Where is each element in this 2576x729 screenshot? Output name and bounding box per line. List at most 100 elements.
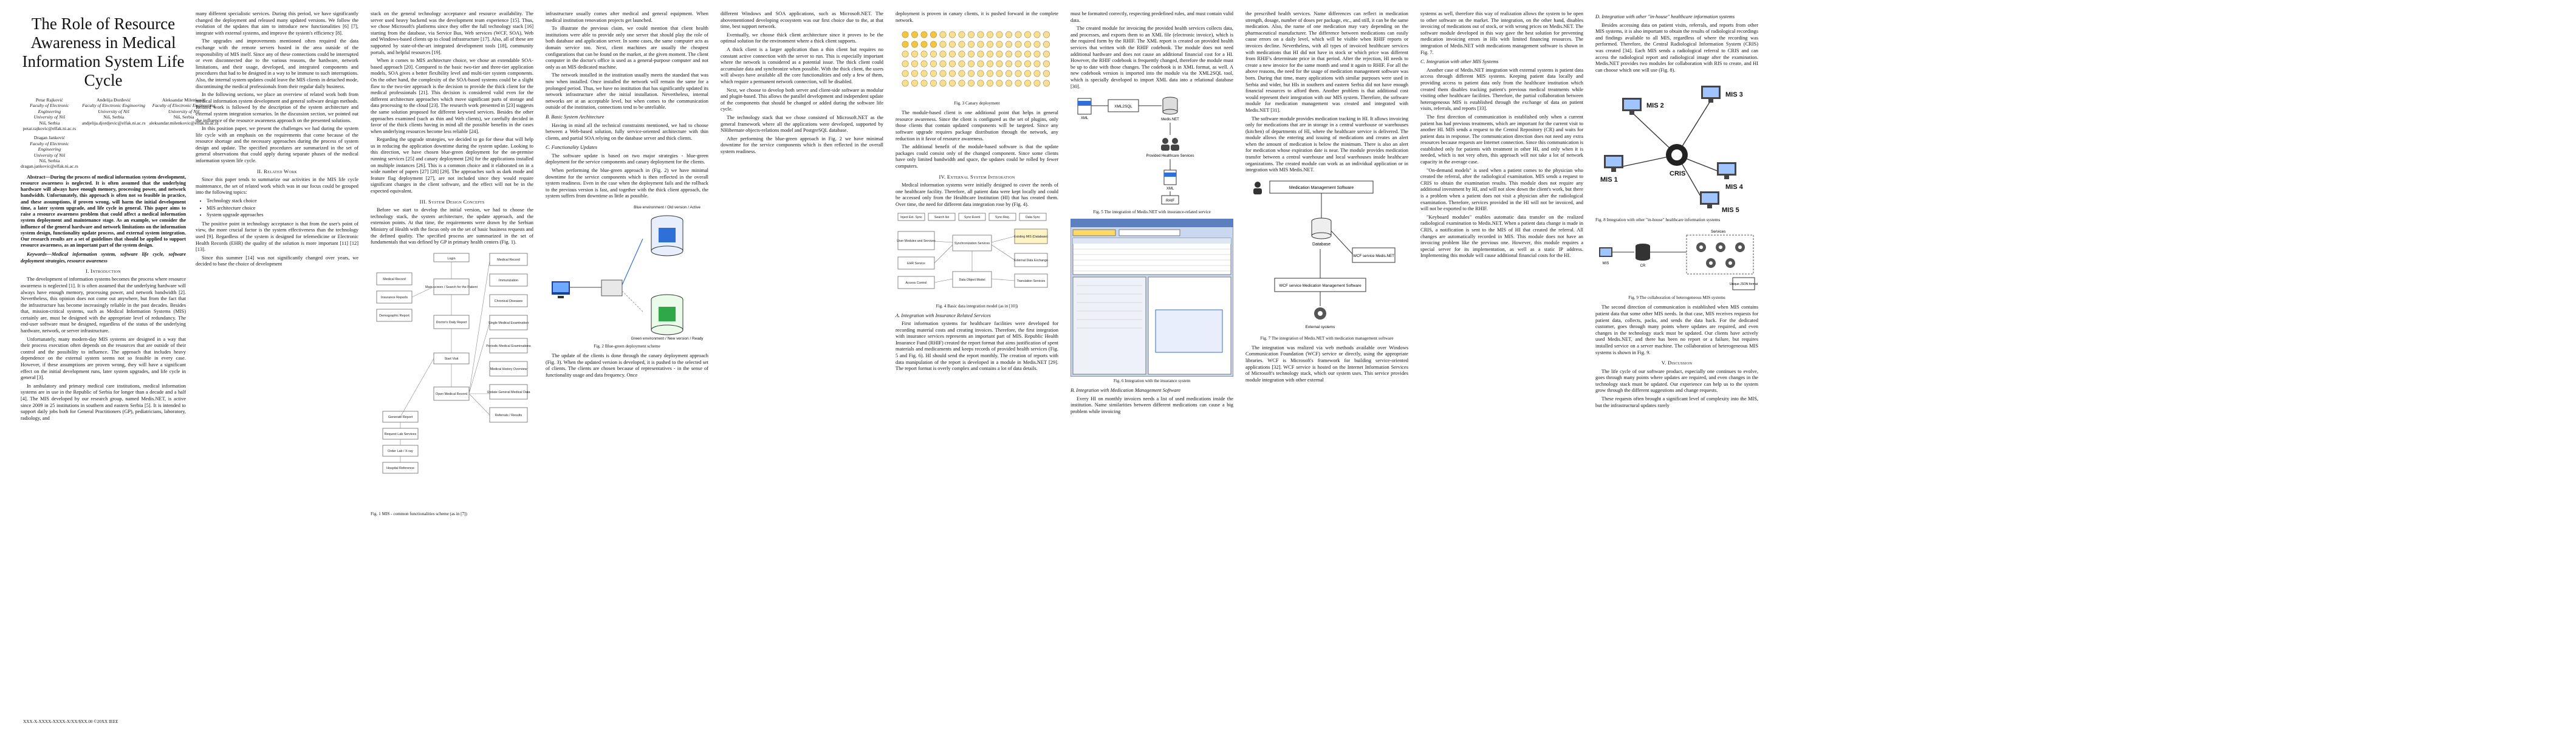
client-node — [949, 80, 956, 87]
fig1-box — [376, 309, 413, 322]
client-node — [1005, 80, 1013, 87]
client-node — [1033, 60, 1041, 67]
people-icon — [1161, 138, 1179, 151]
author-email[interactable]: aleksandar.milenkovic@elfak.ni.ac.rs — [149, 120, 219, 126]
fig8-label: MIS 2 — [1646, 102, 1664, 109]
list-item: System upgrade approaches — [207, 212, 358, 219]
paragraph: In the following sections, we place an o… — [196, 92, 358, 123]
fig4-label: Existing MIS (Database) — [1014, 235, 1048, 239]
client-node — [968, 41, 975, 48]
canary-client-node — [930, 41, 937, 48]
fig8-label: MIS 3 — [1725, 91, 1743, 98]
paragraph: The technology stack that we chose consi… — [721, 114, 883, 134]
fig1-label: Insurance Reports — [381, 296, 408, 299]
fig1-label: Demographic Report — [379, 314, 409, 318]
abstract: Abstract—During the process of medical i… — [21, 174, 186, 248]
author-card: Petar Rajković Faculty of Electronic Eng… — [21, 97, 78, 131]
fig7-label: WCF service Medis.NET — [1353, 254, 1394, 258]
fig9-diagram: Services MIS CR Unique JSON format — [1599, 230, 1758, 290]
subsection-heading: B. Integration with Medication Managemen… — [1070, 388, 1181, 394]
fig1-label: Chronical Diseases — [495, 299, 523, 303]
paragraph: must be formatted correctly, respecting … — [1070, 11, 1233, 23]
client-node — [958, 31, 965, 38]
paragraph: Next, we choose to develop both server a… — [721, 87, 883, 112]
fig8-label: MIS 1 — [1600, 176, 1618, 183]
keywords: Keywords—Medical information system, sof… — [21, 252, 186, 264]
client-node — [920, 50, 928, 58]
author-block: Petar Rajković Faculty of Electronic Eng… — [21, 97, 219, 169]
section-heading: IV. External System Integration — [939, 173, 1015, 180]
figure-caption: Fig. 2 Blue-green deployment scheme — [594, 344, 660, 349]
client-node — [939, 50, 947, 58]
fig4-label: External Data Exchange — [1014, 259, 1048, 262]
author-email[interactable]: petar.rajkovic@elfak.ni.ac.rs — [22, 126, 77, 132]
client-node — [930, 50, 937, 58]
fig4-label: Sync Event — [964, 216, 981, 219]
client-node — [1015, 41, 1022, 48]
figure-4: Inject Ext. Sync Search list Sync Event … — [896, 211, 1058, 302]
author-card: Anđelija Đorđević Faculty of Electronic … — [81, 97, 146, 126]
paragraph: Medical information systems were initial… — [896, 182, 1058, 207]
canary-client-node — [902, 41, 909, 48]
client-node — [902, 60, 909, 67]
fig7-label: Database — [1312, 242, 1331, 247]
paragraph: The software module provides medication … — [1245, 115, 1408, 173]
fig1-box — [489, 338, 528, 354]
figure-6 — [1070, 219, 1233, 377]
author-card: Dragan Janković Faculty of Electronic En… — [21, 135, 78, 169]
gear-icon — [1706, 258, 1716, 269]
client-node — [1015, 80, 1022, 87]
fig4-box — [952, 234, 992, 251]
canary-client-node — [920, 41, 928, 48]
client-node — [939, 70, 947, 77]
fig6-screenshot — [1070, 219, 1233, 377]
canary-client-node — [920, 31, 928, 38]
client-node — [968, 60, 975, 67]
paragraph: In ambulatory and primary medical care i… — [21, 383, 186, 421]
client-node — [920, 60, 928, 67]
fig4-box — [952, 271, 992, 287]
client-node — [1024, 70, 1032, 77]
paragraph: The update of the clients is done throug… — [546, 353, 708, 378]
fig1-label: Open Medical Record — [436, 392, 467, 396]
client-node — [987, 60, 994, 67]
client-node — [902, 50, 909, 58]
fig4-box — [988, 213, 1016, 221]
fig1-box — [489, 253, 528, 266]
client-node — [1005, 41, 1013, 48]
monitor-screen — [553, 282, 569, 293]
database-icon — [1311, 217, 1332, 239]
gear-icon — [1725, 258, 1735, 269]
gear-icon — [1716, 242, 1725, 253]
figure-8: MIS 2 MIS 3 MIS 1 CRIS MIS 4 MIS 5 — [1595, 76, 1758, 216]
author-email[interactable]: dragan.jankovic@elfak.ni.ac.rs — [21, 163, 78, 169]
column-8: the prescribed health services. Name dif… — [1245, 11, 1408, 385]
fig5-diagram: XML2SQL XML Medis.NET Provided Healthcar… — [1077, 97, 1194, 205]
figure-7: Medication Management Software Database … — [1245, 176, 1408, 334]
gear-icon — [1735, 242, 1745, 253]
figure-caption: Fig. 4 Basic data integration model (as … — [936, 303, 1018, 309]
fig1-label: Request Lab Services — [385, 433, 417, 436]
column-3: stack on the general technology acceptan… — [371, 11, 533, 521]
fig4-box — [928, 213, 956, 221]
author-email[interactable]: andjelija.djordjevic@elfak.ni.ac.rs — [81, 120, 146, 126]
client-node — [930, 70, 937, 77]
client-node — [1043, 41, 1050, 48]
canary-client-node — [911, 41, 918, 48]
paragraph: the prescribed health services. Name dif… — [1245, 11, 1408, 113]
client-node — [920, 70, 928, 77]
client-node — [958, 41, 965, 48]
client-node — [911, 70, 918, 77]
fig4-label: Data Object Model — [959, 278, 985, 282]
paragraph: Eventually, we choose thick client archi… — [721, 32, 883, 44]
client-node — [987, 80, 994, 87]
client-node — [1005, 60, 1013, 67]
paragraph: Unfortunately, many modern-day MIS syste… — [21, 336, 186, 381]
paper-title: The Role of Resource Awareness in Medica… — [22, 15, 185, 89]
fig8-label: MIS 5 — [1722, 207, 1739, 214]
paragraph: Having in mind all the technical constra… — [546, 122, 708, 141]
client-node — [1015, 60, 1022, 67]
fig1-label: Doctor's Daily Report — [436, 321, 467, 324]
bullet-list: Technology stack choice MIS architecture… — [207, 198, 358, 219]
